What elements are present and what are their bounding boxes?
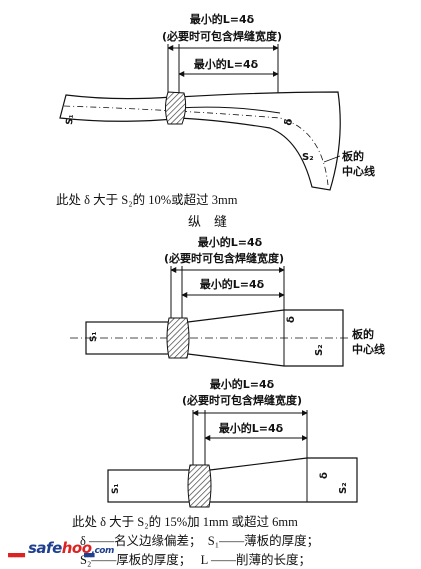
watermark-text: safehoo.com [28,539,114,557]
legend-line-1: δ ——名义边缘偏差； S₁——薄板的厚度； [80,534,320,548]
center-line-label-2: 中心线 [342,164,375,178]
inner-min-length-label: 最小的L=4δ [219,421,284,435]
weld-width-note: (必要时可包含焊缝宽度) [164,251,284,265]
weld-width-note: (必要时可包含焊缝宽度) [182,393,302,407]
inner-min-length-label: 最小的L=4δ [200,277,265,291]
s2-label: S₂ [338,482,349,494]
watermark-brand-a: safe [28,539,62,557]
min-length-label: 最小的L=4δ [190,12,255,26]
center-line-leader [323,155,341,163]
center-line-label-2: 中心线 [352,342,385,356]
diagram-3: 最小的L=4δ (必要时可包含焊缝宽度) 最小的L=4δ S₁ δ S₂ [107,377,358,508]
thick-plate [197,457,358,503]
center-line-label-1: 板的 [342,149,364,163]
min-length-label: 最小的L=4δ [210,377,275,391]
s2-label: S₂ [314,344,325,356]
diagram-2: 最小的L=4δ (必要时可包含焊缝宽度) 最小的L=4δ S₁ δ S₂ 板的 … [70,235,385,367]
thick-plate [177,91,341,191]
legend-line-2: S₂——厚板的厚度； L ——削薄的长度； [80,553,311,567]
center-line-label-1: 板的 [352,327,374,341]
plate-center-line [63,105,329,186]
caption-case-1: 此处 δ 大于 S₂的 10%或超过 3mm [56,193,238,207]
weld-seam [166,317,190,359]
section-title: 纵 缝 [188,214,228,229]
watermark-dots-right: ■■■ [84,551,95,559]
diagram-1: 最小的L=4δ (必要时可包含焊缝宽度) 最小的L=4δ S₁ δ S₂ 板的 … [59,12,375,191]
inner-min-length-label: 最小的L=4δ [194,57,259,71]
weld-width-note: (必要时可包含焊缝宽度) [162,29,282,43]
s1-label: S₁ [65,114,76,125]
weld-seam [165,91,187,125]
weld-seam [187,464,212,508]
watermark-brand-b: hoo [61,539,92,557]
watermark-brand-c: .com [91,546,115,556]
taper-line [177,106,281,114]
s1-label: S₁ [89,332,99,342]
thin-plate [107,469,197,503]
watermark-logo: ■■■■■ safehoo.com ■■■ [6,537,114,561]
s1-label: S₁ [111,484,121,494]
s2-label: S₂ [302,152,314,163]
delta-label: δ [319,472,330,479]
min-length-label: 最小的L=4δ [198,235,263,249]
watermark-dots-left: ■■■■■ [8,551,25,559]
delta-label: δ [283,118,295,127]
delta-label: δ [286,316,297,323]
caption-case-2: 此处 δ 大于 S₂的 15%加 1mm 或超过 6mm [72,515,298,529]
